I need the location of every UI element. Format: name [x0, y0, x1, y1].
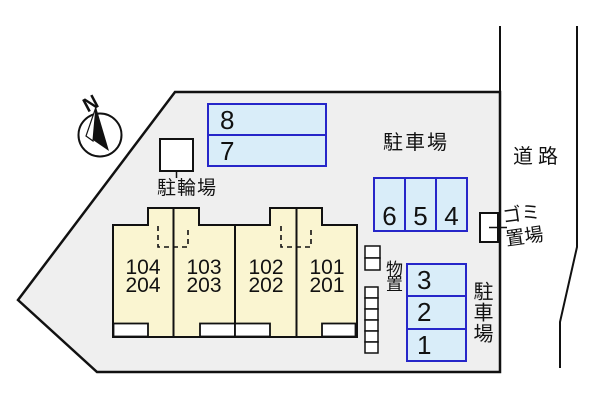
parking-space-number: 7 — [220, 135, 235, 166]
parking-space-number: 4 — [444, 201, 459, 231]
parking-space-6: 6 — [375, 179, 404, 230]
parking-space-number: 6 — [382, 201, 397, 231]
parking-block-6-5-4: 6 5 4 — [373, 177, 468, 232]
road-label: 道路 — [513, 146, 563, 168]
unit-label-101-201: 101 201 — [297, 256, 357, 297]
parking-space-number: 1 — [417, 329, 432, 360]
unit-label-104-204: 104 204 — [113, 256, 173, 297]
parking-space-1: 1 — [408, 327, 465, 360]
parking-lot-label: 駐車場 — [383, 132, 449, 154]
road-right-edge — [559, 26, 578, 368]
unit-label-102-202: 102 202 — [236, 256, 296, 297]
unit-number: 104 — [125, 256, 161, 279]
unit-number: 201 — [309, 274, 345, 297]
parking-space-5: 5 — [404, 179, 435, 230]
parking-space-number: 8 — [220, 104, 235, 135]
entrance-box — [321, 322, 357, 338]
parking-block-3-2-1: 3 2 1 — [406, 263, 467, 362]
storage-box — [364, 245, 381, 259]
entrance-box — [199, 322, 236, 338]
storage-box — [364, 341, 379, 354]
storage-box — [364, 308, 379, 321]
parking-space-number: 5 — [413, 201, 428, 231]
unit-number: 102 — [248, 256, 284, 279]
unit-number: 103 — [186, 256, 222, 279]
unit-number: 203 — [186, 274, 222, 297]
side-parking-label: 駐車場 — [470, 281, 492, 344]
unit-number: 101 — [309, 256, 345, 279]
entrance-box — [234, 322, 271, 338]
compass-icon — [77, 106, 123, 158]
storage-box — [364, 319, 379, 332]
stairwell-dashed-mark — [157, 226, 189, 248]
unit-number: 204 — [125, 274, 161, 297]
parking-block-8-7: 8 7 — [207, 103, 327, 167]
parking-space-4: 4 — [435, 179, 466, 230]
bicycle-parking-box — [159, 138, 194, 172]
storage-label: 物置 — [383, 260, 402, 290]
entrance-box — [112, 322, 149, 338]
unit-number: 202 — [248, 274, 284, 297]
parking-space-7: 7 — [209, 134, 325, 165]
parking-space-number: 2 — [417, 297, 432, 328]
parking-space-3: 3 — [408, 265, 465, 295]
parking-space-2: 2 — [408, 295, 465, 327]
storage-box — [364, 330, 379, 343]
garbage-area-label: ゴミ 置場 — [501, 201, 545, 252]
parking-space-8: 8 — [209, 105, 325, 134]
parking-space-number: 3 — [417, 265, 432, 296]
bicycle-parking-label: 駐輪場 — [157, 178, 218, 199]
storage-box — [364, 257, 381, 271]
unit-label-103-203: 103 203 — [174, 256, 234, 297]
storage-box — [364, 286, 379, 299]
stairwell-dashed-mark — [280, 226, 312, 248]
storage-box — [364, 297, 379, 310]
